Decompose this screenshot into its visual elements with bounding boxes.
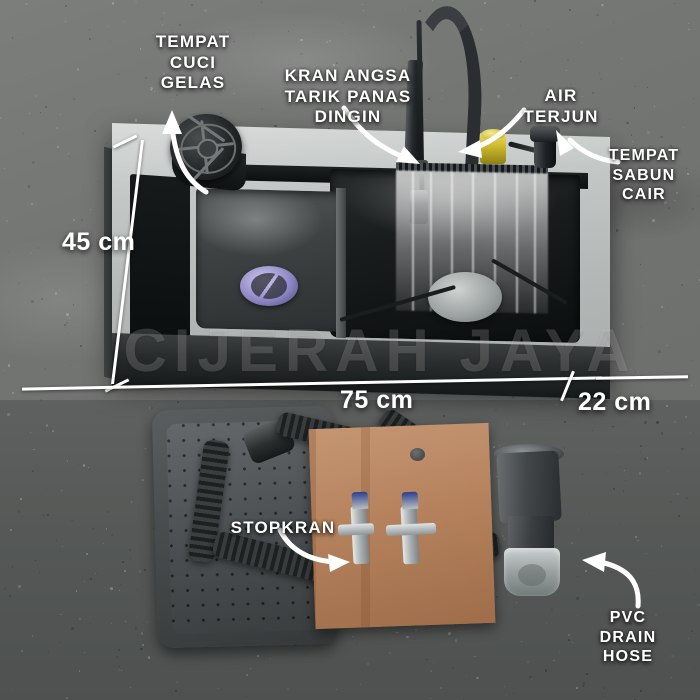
soap-dispenser-body bbox=[534, 138, 556, 168]
callout-waterfall: AIR TERJUN bbox=[523, 86, 599, 126]
stopkran-valve-left-handle bbox=[351, 491, 369, 510]
secondary-basin bbox=[196, 188, 344, 332]
dimension-height: 45 cm bbox=[62, 228, 136, 256]
main-drain-cover bbox=[428, 272, 502, 322]
dimension-width: 75 cm bbox=[340, 386, 414, 414]
secondary-drain-strainer bbox=[240, 266, 298, 306]
callout-pvc-drain: PVC DRAIN HOSE bbox=[599, 609, 657, 666]
callout-glass-rinser: TEMPAT CUCI GELAS bbox=[155, 32, 231, 93]
callout-stopkran: STOPKRAN bbox=[230, 518, 336, 537]
stopkran-valve-left-arm bbox=[337, 523, 375, 536]
dimension-depth: 22 cm bbox=[578, 388, 652, 416]
gold-cap bbox=[480, 129, 506, 164]
soap-dispenser-head bbox=[530, 126, 560, 142]
callout-soap-dispenser: TEMPAT SABUN CAIR bbox=[608, 147, 680, 204]
drain-trap-body bbox=[496, 450, 562, 524]
drain-trap-neck bbox=[508, 516, 554, 554]
board-hanging-hole bbox=[410, 448, 425, 461]
stopkran-valve-right-handle bbox=[401, 491, 419, 510]
pvc-drain-hose-cap bbox=[504, 548, 560, 596]
callout-faucet: KRAN ANGSA TARIK PANAS DINGIN bbox=[284, 66, 412, 127]
